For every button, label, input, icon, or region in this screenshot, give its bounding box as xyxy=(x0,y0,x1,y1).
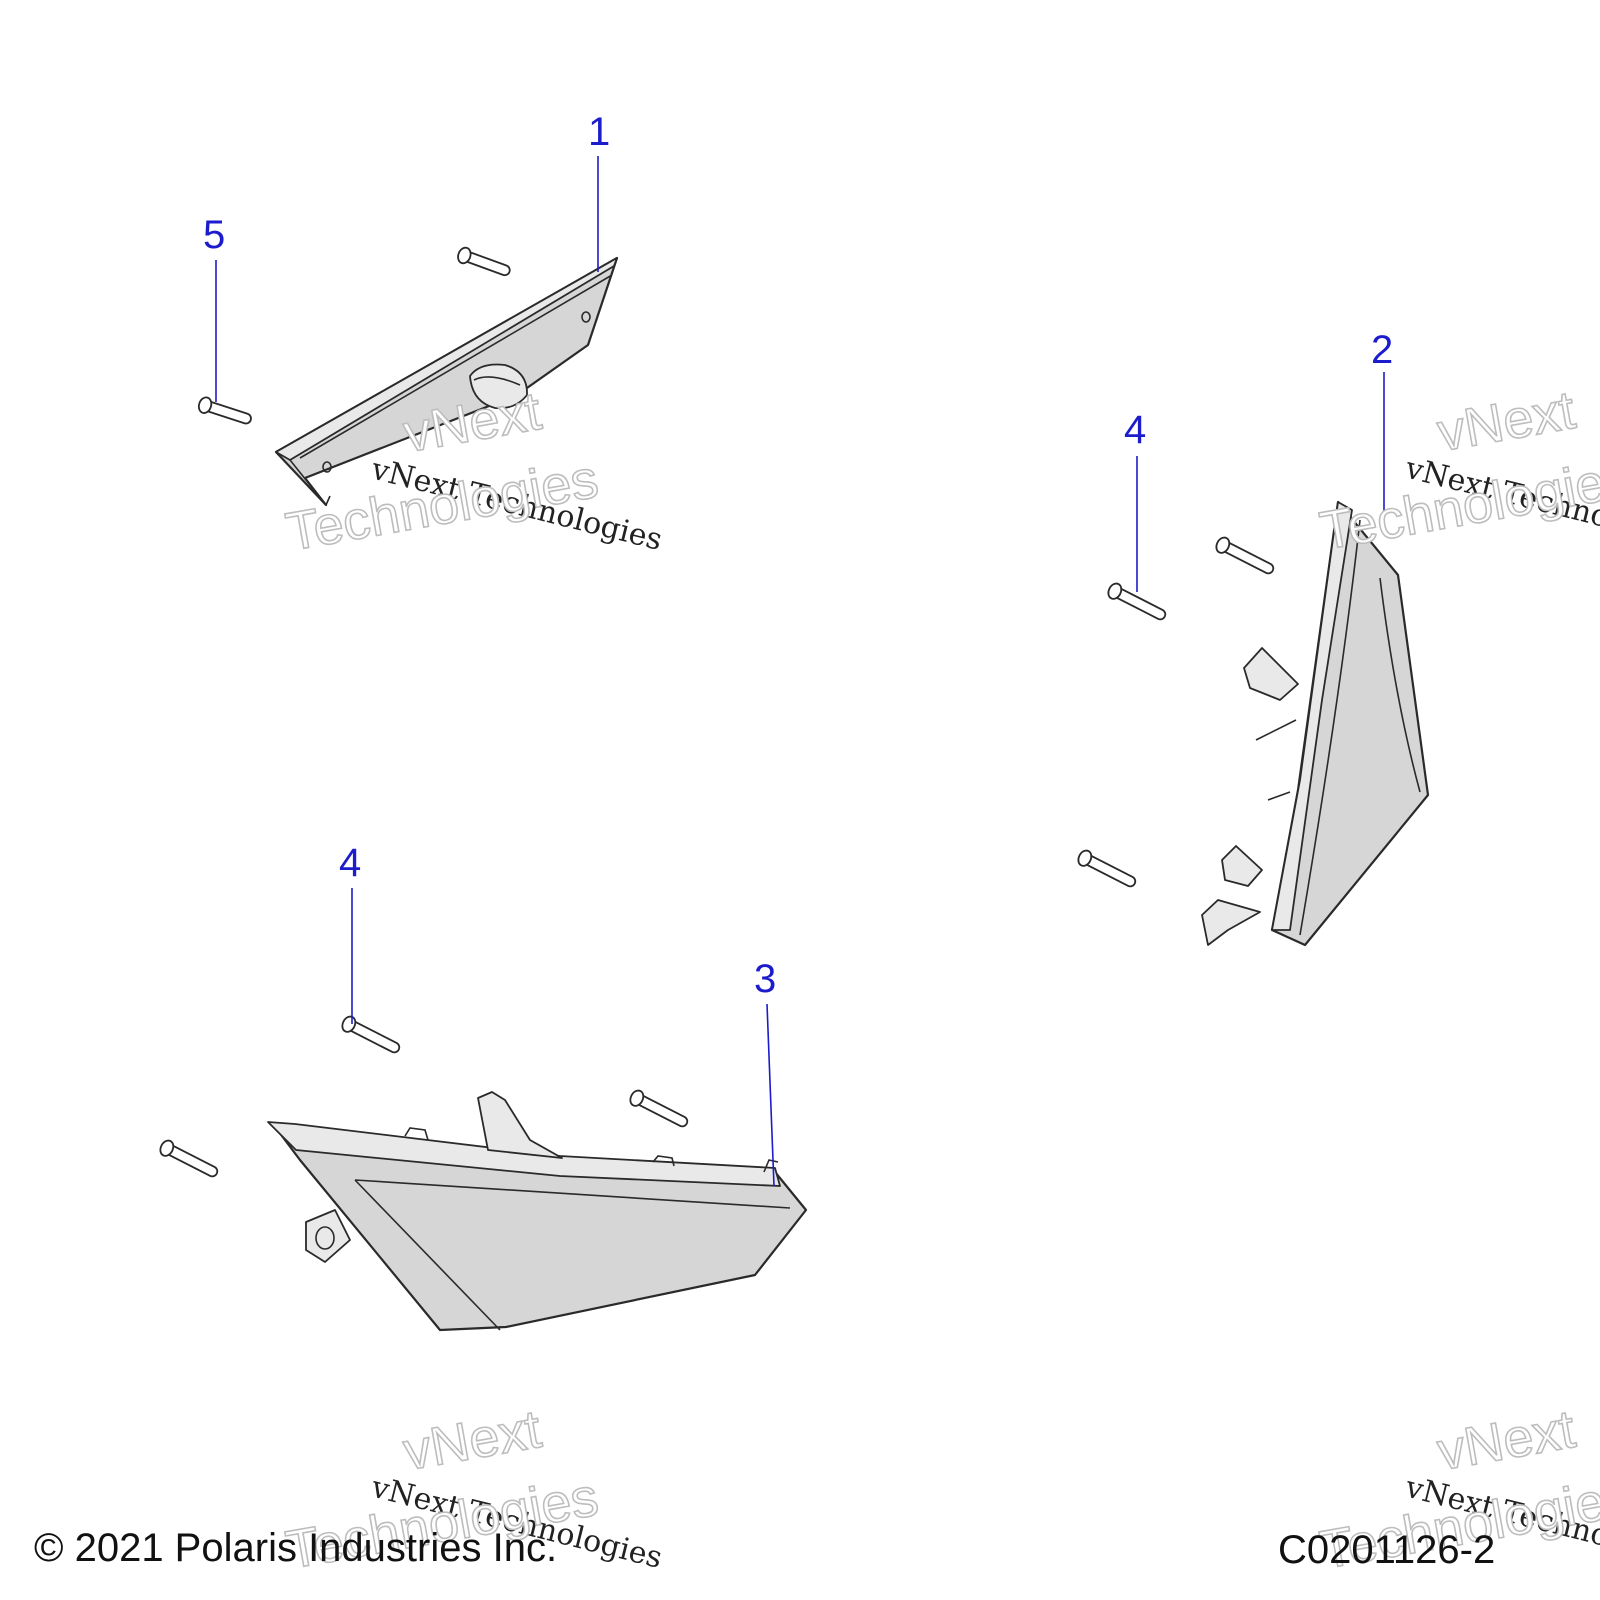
callout-3: 3 xyxy=(754,957,776,1001)
screw-item-4-right-lower xyxy=(1077,849,1137,888)
screw-item-4-bottom-upper xyxy=(341,1015,401,1054)
callout-1: 1 xyxy=(588,110,610,154)
screw-item-5 xyxy=(197,396,252,425)
callout-4-right: 4 xyxy=(1124,408,1146,452)
callout-5: 5 xyxy=(203,213,225,257)
part-3-lamp xyxy=(267,1091,808,1332)
callout-4-bottom: 4 xyxy=(339,841,361,885)
leader-3 xyxy=(766,1003,775,1187)
screw-item-4-right-upper xyxy=(1215,536,1275,575)
part-1-lamp xyxy=(274,256,619,507)
screw-item-4-right-middle xyxy=(1107,582,1167,621)
callout-2: 2 xyxy=(1371,328,1393,372)
copyright-notice: © 2021 Polaris Industries Inc. xyxy=(34,1526,558,1570)
screw-item-4-bottom-left xyxy=(159,1139,219,1178)
screw-item-4-bottom-middle xyxy=(629,1089,689,1128)
figure-id: C0201126-2 xyxy=(1278,1528,1496,1572)
watermark-outline-top: vNext xyxy=(399,1399,545,1482)
part-2-lamp xyxy=(1201,500,1430,947)
watermark-outline-top: vNext xyxy=(1433,1399,1579,1482)
watermark-outline-top: vNext xyxy=(1433,380,1579,463)
screw-near-part-1 xyxy=(457,246,511,277)
